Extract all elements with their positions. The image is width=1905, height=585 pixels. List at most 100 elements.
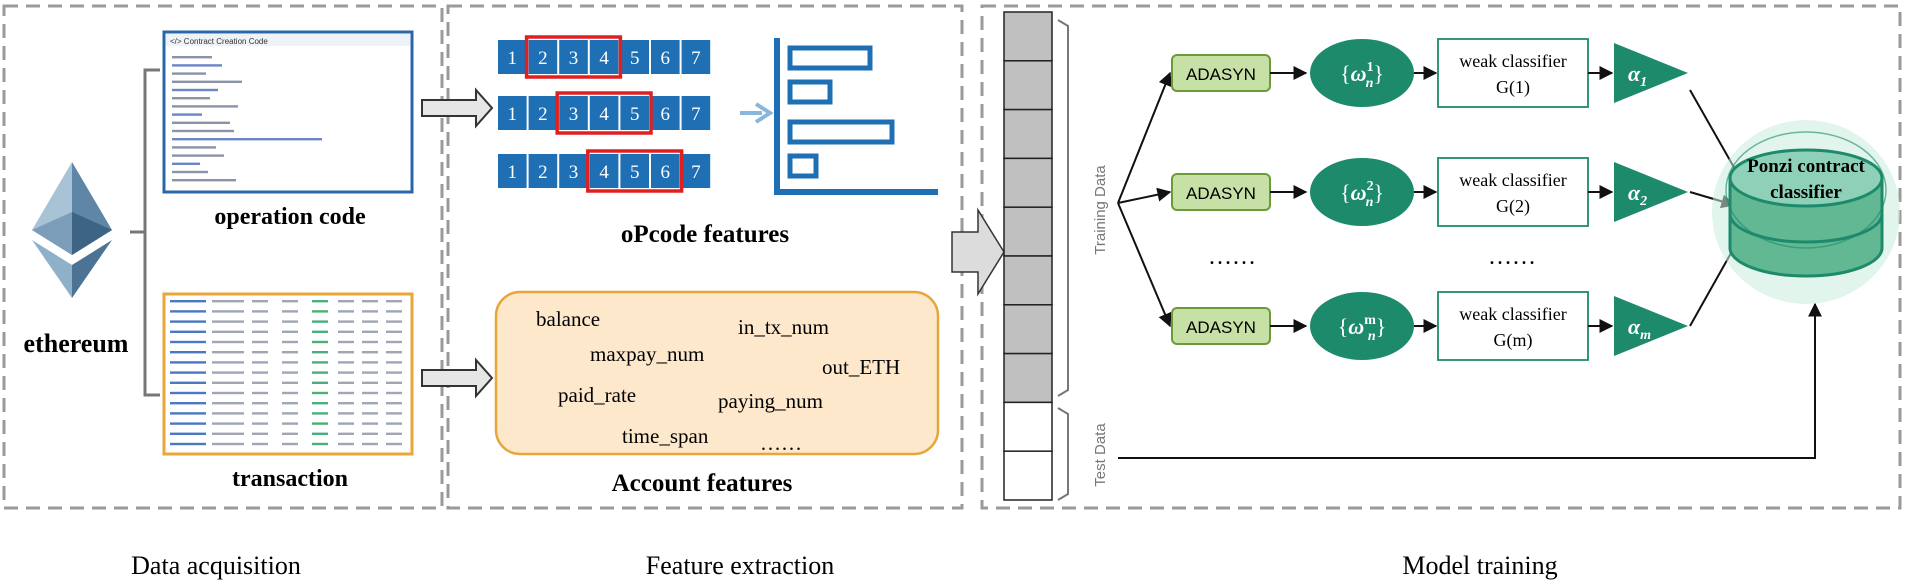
transaction-text-line [212,422,228,425]
transaction-text-line [228,422,244,425]
term-paying-num: paying_num [718,389,823,413]
opcode-window: </> Contract Creation Code [162,30,414,194]
training-data-cell [1003,60,1053,111]
account-features-label: Account features [612,470,793,497]
ngram-arrow-head [754,102,774,124]
opcode-cell-label: 7 [691,48,701,69]
transaction-text-line [170,351,206,354]
transaction-text-line [252,310,268,313]
adasyn-label: ADASYN [1186,184,1256,203]
alpha-weight-node [1614,162,1688,222]
transaction-text-line [212,351,228,354]
opcode-text-line [172,88,218,92]
transaction-text-line [282,361,298,364]
transaction-text-line [212,381,228,384]
transaction-text-line [282,381,298,384]
opcode-features-label: oPcode features [621,221,790,248]
opcode-text-line [172,97,210,100]
opcode-text-line [172,80,242,83]
transaction-text-line [282,422,298,425]
transaction-text-line [282,351,298,354]
transaction-text-line [362,402,378,405]
transaction-text-line [228,320,244,323]
opcode-cell [589,40,619,74]
opcode-cell-label: 2 [538,48,548,69]
caption-model-training: Model training [1402,551,1557,580]
transaction-text-line [170,391,206,395]
alpha-weight-node [1614,296,1688,356]
sample-weight-node [1310,292,1414,360]
opcode-text-line [172,64,222,67]
transaction-text-line [170,361,206,364]
caption-feature-extraction: Feature extraction [646,551,834,580]
transaction-text-line [338,391,354,395]
transaction-text-line [212,361,228,364]
transaction-text-line [170,371,206,374]
transaction-text-line [338,340,354,344]
transaction-text-line [228,351,244,354]
transaction-text-line [312,391,328,395]
ellipsis-right: …… [1488,244,1536,270]
opcode-cell-label: 5 [630,104,640,125]
opcode-cell [528,40,558,74]
term-maxpay-num: maxpay_num [590,342,704,366]
transaction-text-line [362,371,378,374]
opcode-cell [589,96,619,130]
term-time-span: time_span [622,424,709,448]
weak-classifier-id: G(2) [1496,196,1530,217]
opcode-cell-label: 4 [599,162,609,183]
adasyn-label: ADASYN [1186,318,1256,337]
ngram-window-highlight [524,35,623,79]
opcode-text-line [172,72,206,75]
opcode-text-line [172,146,216,149]
opcode-cell [620,40,649,74]
transaction-text-line [338,412,354,415]
opcode-cell-label: 1 [508,48,518,69]
opcode-text-line [172,170,208,174]
transaction-text-line [362,361,378,364]
transaction-text-line [282,300,298,303]
transaction-text-line [282,442,298,446]
opcode-cell-label: 7 [691,104,701,125]
transaction-text-line [170,381,206,384]
ellipsis-left: …… [1208,244,1256,270]
transaction-text-line [282,340,298,344]
transaction-text-line [212,320,228,323]
weak-classifier-id: G(1) [1496,77,1530,98]
transaction-text-line [252,381,268,384]
term-balance: balance [536,307,600,331]
transaction-text-line [312,412,328,415]
transaction-text-line [312,381,328,384]
training-data-label: Training Data [1092,165,1109,255]
transaction-text-line [338,310,354,313]
adasyn-label: ADASYN [1186,65,1256,84]
transaction-text-line [170,310,206,313]
transaction-text-line [252,402,268,405]
transaction-text-line [228,300,244,303]
opcode-cell-label: 6 [661,48,671,69]
opcode-cell [681,40,711,74]
transaction-text-line [386,412,402,415]
training-data-cell [1003,304,1053,355]
opcode-cell [651,154,680,188]
transaction-text-line [312,340,328,344]
transaction-text-line [386,361,402,364]
opcode-text-line [172,121,230,124]
weak-classifier-box [1437,291,1589,361]
transaction-text-line [312,422,328,425]
transaction-text-line [386,300,402,303]
transaction-text-line [386,340,402,344]
panel-acquisition-border [2,4,444,510]
opcode-text-line [172,162,200,165]
transaction-text-line [338,320,354,323]
term-paid-rate: paid_rate [558,383,636,407]
test-data-cell [1003,450,1053,501]
transaction-text-line [228,340,244,344]
weak-classifier-label: weak classifier [1459,51,1566,71]
transaction-text-line [312,310,328,313]
